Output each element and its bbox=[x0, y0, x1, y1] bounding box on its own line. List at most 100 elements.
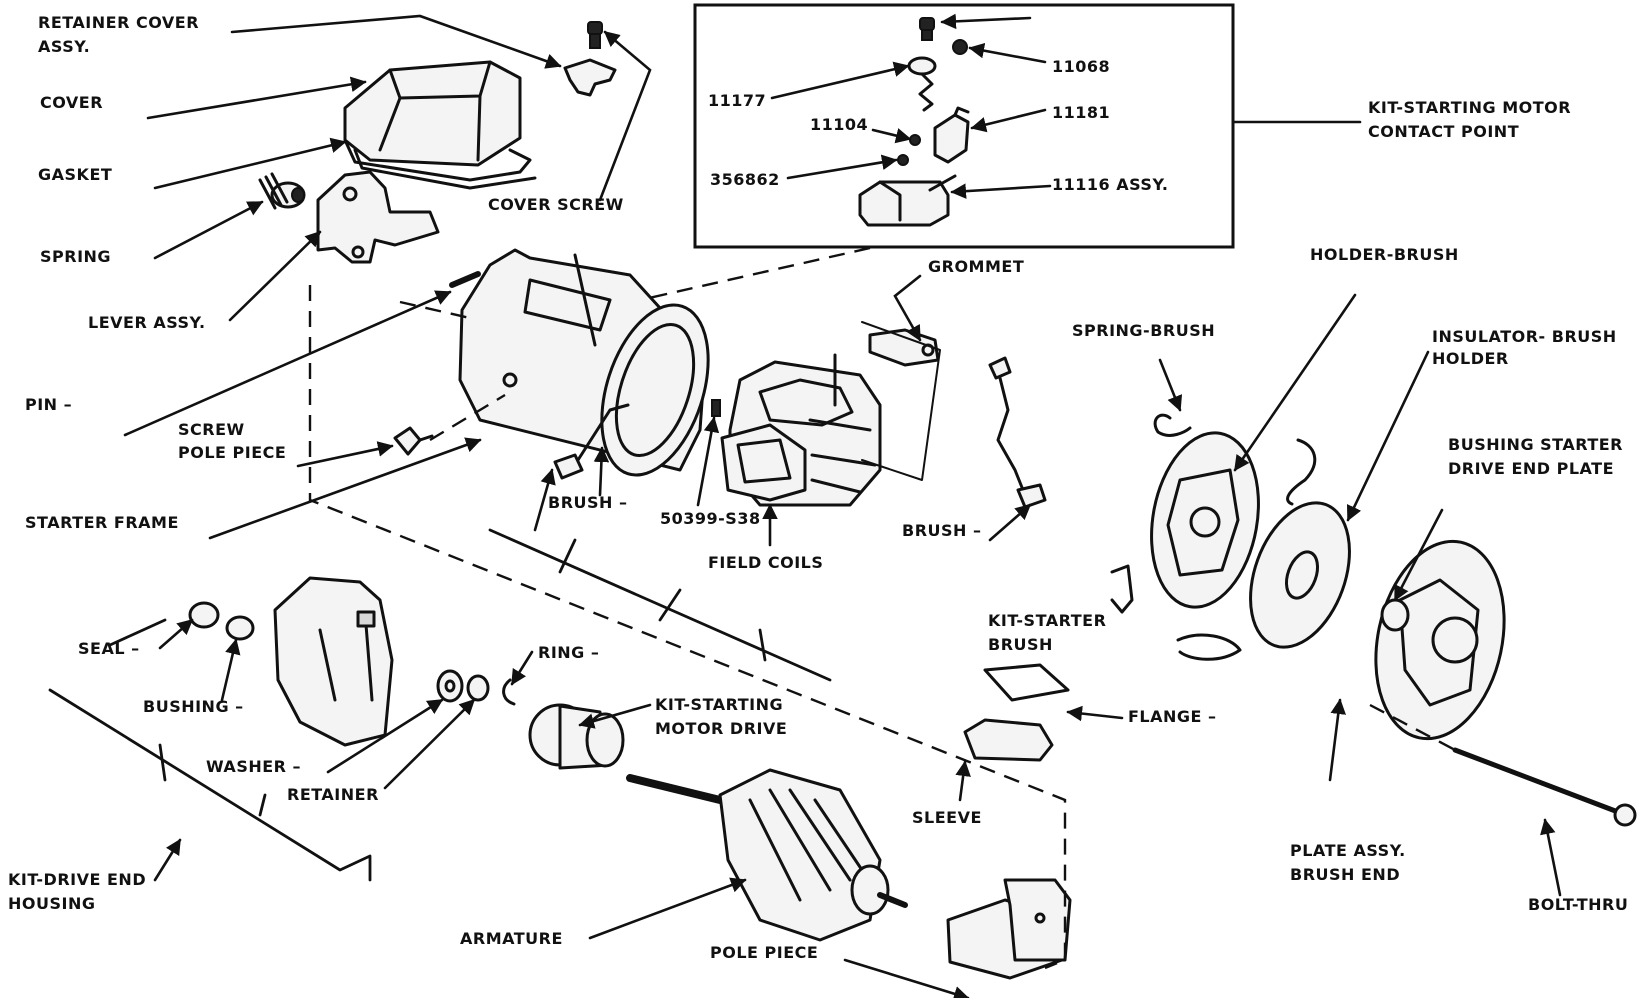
brush-right-part bbox=[988, 356, 1047, 509]
inset-screw-11104 bbox=[909, 134, 921, 146]
label-kit-starter-brush-line1: KIT-STARTER bbox=[988, 611, 1106, 630]
washer-part bbox=[436, 669, 464, 703]
grommet bbox=[868, 328, 940, 367]
bolt-thru-part bbox=[1452, 747, 1637, 827]
label-spring: SPRING bbox=[40, 247, 111, 266]
label-insulator-brush-line1: INSULATOR- BRUSH bbox=[1432, 327, 1617, 346]
label-kit-contact-line1: KIT-STARTING MOTOR bbox=[1368, 98, 1571, 117]
inset-nut-11068 bbox=[952, 39, 968, 55]
label-plate-assy-line1: PLATE ASSY. bbox=[1290, 841, 1406, 860]
holder-brush-part bbox=[1150, 431, 1260, 609]
label-11181: 11181 bbox=[1052, 103, 1110, 122]
label-brush-right: BRUSH – bbox=[902, 521, 982, 540]
cover-screw bbox=[587, 21, 603, 49]
label-11068: 11068 bbox=[1052, 57, 1110, 76]
label-screw-pole-piece-line1: SCREW bbox=[178, 420, 245, 439]
pin bbox=[449, 271, 481, 288]
label-flange: FLANGE – bbox=[1128, 707, 1217, 726]
bushing-starter-part bbox=[1380, 598, 1410, 632]
label-brush-left: BRUSH – bbox=[548, 493, 628, 512]
screw-dash bbox=[429, 393, 506, 442]
spring bbox=[258, 172, 306, 210]
inset-base-11116 bbox=[858, 174, 957, 227]
label-retainer-cover-line2: ASSY. bbox=[38, 37, 90, 56]
spring-clip-1 bbox=[1286, 438, 1317, 506]
inset-post-11181 bbox=[933, 106, 970, 164]
insulator-brush-holder bbox=[1249, 501, 1351, 649]
label-spring-brush: SPRING-BRUSH bbox=[1072, 321, 1215, 340]
label-cover: COVER bbox=[40, 93, 103, 112]
inset-contact-11177 bbox=[907, 56, 937, 112]
lever-assy bbox=[316, 170, 440, 264]
starting-motor-drive bbox=[528, 703, 625, 770]
label-insulator-brush-line2: HOLDER bbox=[1432, 349, 1509, 368]
label-holder-brush: HOLDER-BRUSH bbox=[1310, 245, 1459, 264]
inset-screw-top bbox=[919, 17, 935, 41]
flange-part bbox=[983, 663, 1070, 702]
label-50399-s38: 50399-S38 bbox=[660, 509, 761, 528]
drive-end-bracket bbox=[48, 688, 372, 882]
label-11116-assy: 11116 ASSY. bbox=[1052, 175, 1168, 194]
label-sleeve: SLEEVE bbox=[912, 808, 982, 827]
starter-frame bbox=[458, 248, 710, 477]
retainer-cover-assy bbox=[563, 58, 617, 97]
label-bushing-starter-line2: DRIVE END PLATE bbox=[1448, 459, 1614, 478]
pin-dash bbox=[399, 300, 471, 320]
label-ring: RING – bbox=[538, 643, 599, 662]
label-retainer-cover-line1: RETAINER COVER bbox=[38, 13, 199, 32]
label-seal: SEAL – bbox=[78, 639, 140, 658]
label-armature: ARMATURE bbox=[460, 929, 563, 948]
field-coils bbox=[720, 353, 882, 507]
plate-assy-brush-end bbox=[1374, 539, 1506, 741]
part-50399-screw bbox=[711, 399, 721, 417]
retainer-part bbox=[466, 674, 490, 702]
label-plate-assy-line2: BRUSH END bbox=[1290, 865, 1400, 884]
screw-pole-piece bbox=[393, 426, 434, 456]
label-11104: 11104 bbox=[810, 115, 868, 134]
sleeve-part bbox=[963, 718, 1054, 762]
label-retainer: RETAINER bbox=[287, 785, 379, 804]
inset-screw-356862 bbox=[897, 154, 909, 166]
label-starter-frame: STARTER FRAME bbox=[25, 513, 179, 532]
label-grommet: GROMMET bbox=[928, 257, 1024, 276]
inset-box bbox=[693, 3, 1235, 249]
spring-brush-part bbox=[1153, 413, 1192, 437]
label-kit-starter-brush-line2: BRUSH bbox=[988, 635, 1053, 654]
label-cover-screw: COVER SCREW bbox=[488, 195, 624, 214]
label-pole-piece: POLE PIECE bbox=[710, 943, 818, 962]
pole-piece-part bbox=[946, 878, 1072, 980]
label-lever-assy: LEVER ASSY. bbox=[88, 313, 206, 332]
label-bolt-thru: BOLT-THRU bbox=[1528, 895, 1628, 914]
label-bushing-starter-line1: BUSHING STARTER bbox=[1448, 435, 1623, 454]
label-gasket: GASKET bbox=[38, 165, 112, 184]
label-washer: WASHER – bbox=[206, 757, 301, 776]
label-kit-motor-drive-line1: KIT-STARTING bbox=[655, 695, 783, 714]
label-kit-drive-end-line2: HOUSING bbox=[8, 894, 95, 913]
spring-clip-3 bbox=[1176, 633, 1242, 661]
cover bbox=[343, 60, 522, 167]
armature-part bbox=[626, 768, 908, 942]
drive-end-housing bbox=[273, 576, 394, 747]
label-field-coils: FIELD COILS bbox=[708, 553, 823, 572]
label-kit-contact-line2: CONTACT POINT bbox=[1368, 122, 1519, 141]
frame-brush bbox=[553, 403, 630, 480]
frame-assembly-dash bbox=[308, 285, 1067, 970]
label-kit-motor-drive-line2: MOTOR DRIVE bbox=[655, 719, 787, 738]
label-screw-pole-piece-line2: POLE PIECE bbox=[178, 443, 286, 462]
ring-part bbox=[502, 678, 516, 706]
label-11177: 11177 bbox=[708, 91, 766, 110]
bushing-part bbox=[225, 615, 255, 641]
label-bushing: BUSHING – bbox=[143, 697, 244, 716]
label-kit-drive-end-line1: KIT-DRIVE END bbox=[8, 870, 146, 889]
seal-part bbox=[188, 601, 220, 629]
drive-end-bracket-ticks bbox=[108, 618, 267, 817]
spring-clip-2 bbox=[1110, 564, 1134, 614]
grommet-card bbox=[861, 321, 941, 481]
label-356862: 356862 bbox=[710, 170, 780, 189]
bolt-dash bbox=[1369, 703, 1456, 752]
leader-lines bbox=[123, 14, 1562, 998]
inset-link-dash bbox=[639, 246, 871, 302]
kit-starter-brush-bracket bbox=[488, 528, 832, 682]
gasket bbox=[343, 138, 537, 190]
